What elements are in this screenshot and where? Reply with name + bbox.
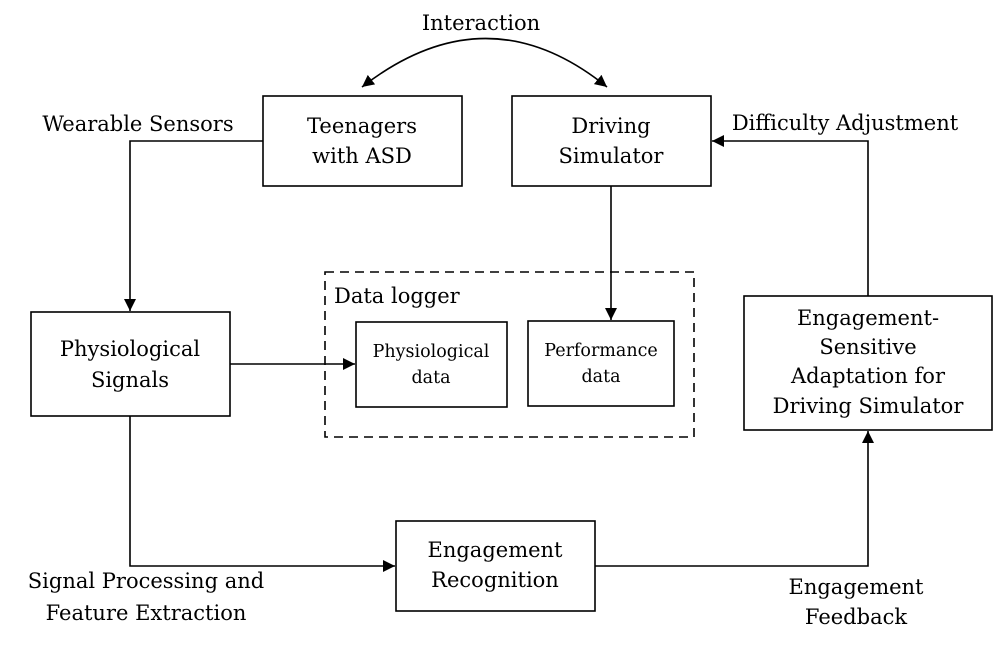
signal-processing-label-line1: Signal Processing and	[28, 569, 264, 593]
performance-data-box: Performance data	[527, 320, 675, 407]
engagement-feedback-label-line1: Engagement	[789, 575, 925, 599]
engagement-adaptation-label-line1: Engagement-	[797, 306, 939, 330]
physiological-signals-box: Physiological Signals	[30, 311, 231, 417]
engagement-recognition-box: Engagement Recognition	[395, 520, 596, 612]
physiological-data-label-line2: data	[411, 368, 450, 388]
data-logger-label: Data logger	[334, 284, 461, 308]
engagement-adaptation-label-line2: Sensitive	[819, 335, 916, 359]
teenagers-label-line2: with ASD	[312, 144, 412, 168]
signal-processing-arrow	[129, 416, 395, 572]
difficulty-adjustment-label: Difficulty Adjustment	[732, 111, 959, 135]
engagement-adaptation-box: Engagement- Sensitive Adaptation for Dri…	[743, 295, 993, 431]
interaction-arrow	[361, 37, 608, 88]
engagement-feedback-label-line2: Feedback	[805, 605, 907, 629]
physiological-signals-label-line1: Physiological	[60, 337, 200, 361]
driving-simulator-label-line2: Simulator	[559, 144, 665, 168]
driving-simulator-box: Driving Simulator	[511, 95, 712, 187]
teenagers-with-asd-box: Teenagers with ASD	[262, 95, 463, 187]
physiological-signals-label-line2: Signals	[91, 368, 169, 392]
performance-data-label-line2: data	[581, 367, 620, 387]
engagement-recognition-label-line1: Engagement	[428, 538, 564, 562]
wearable-sensors-label: Wearable Sensors	[42, 112, 233, 136]
engagement-adaptation-label-line3: Adaptation for	[790, 364, 946, 388]
engagement-recognition-label-line2: Recognition	[431, 568, 559, 592]
engagement-feedback-arrow	[595, 431, 874, 567]
data-logger-container	[324, 271, 695, 438]
physiological-data-box: Physiological data	[355, 321, 508, 408]
signal-processing-label-line2: Feature Extraction	[46, 601, 247, 625]
difficulty-adjustment-arrow	[712, 135, 869, 296]
performance-data-label-line1: Performance	[544, 341, 658, 361]
wearable-sensors-arrow	[124, 140, 263, 311]
engagement-adaptation-label-line4: Driving Simulator	[773, 394, 965, 418]
interaction-label: Interaction	[422, 11, 540, 35]
physiological-data-label-line1: Physiological	[373, 342, 490, 362]
driving-simulator-label-line1: Driving	[571, 114, 650, 138]
teenagers-label-line1: Teenagers	[307, 114, 417, 138]
